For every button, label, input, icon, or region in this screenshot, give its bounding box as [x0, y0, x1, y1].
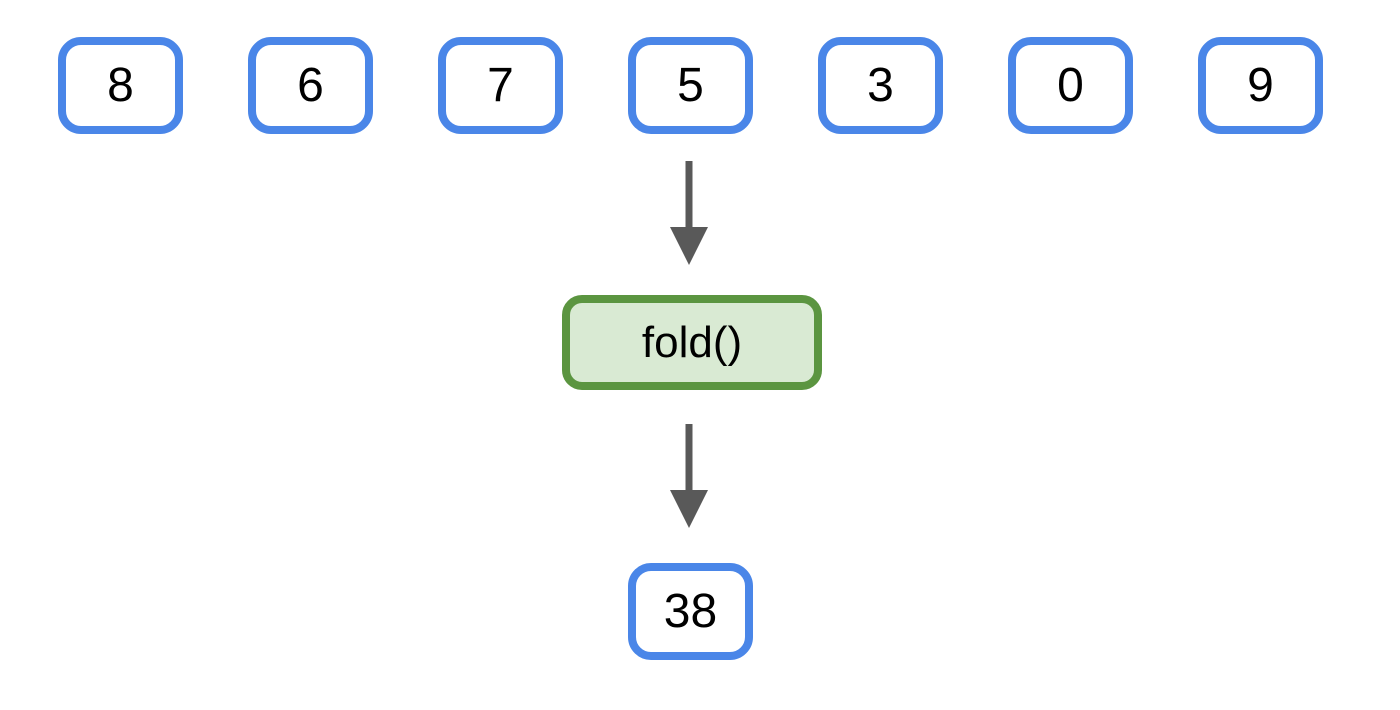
result-value-box: 38 — [628, 563, 753, 660]
input-value-label: 7 — [487, 58, 514, 112]
input-value-box: 0 — [1008, 37, 1133, 134]
input-value-box: 5 — [628, 37, 753, 134]
input-value-box: 6 — [248, 37, 373, 134]
input-value-label: 8 — [107, 58, 134, 112]
fold-operation-box: fold() — [562, 295, 822, 390]
input-value-label: 0 — [1057, 58, 1084, 112]
input-value-box: 7 — [438, 37, 563, 134]
input-value-label: 6 — [297, 58, 324, 112]
arrow-down-icon — [670, 424, 708, 528]
input-value-box: 9 — [1198, 37, 1323, 134]
input-value-box: 8 — [58, 37, 183, 134]
input-value-box: 3 — [818, 37, 943, 134]
input-value-label: 9 — [1247, 58, 1274, 112]
result-value-label: 38 — [663, 584, 718, 638]
fold-operation-label: fold() — [641, 317, 743, 367]
input-value-label: 3 — [867, 58, 894, 112]
input-values-row: 8 6 7 5 3 0 9 — [58, 37, 1323, 134]
arrow-down-icon — [670, 161, 708, 265]
input-value-label: 5 — [677, 58, 704, 112]
